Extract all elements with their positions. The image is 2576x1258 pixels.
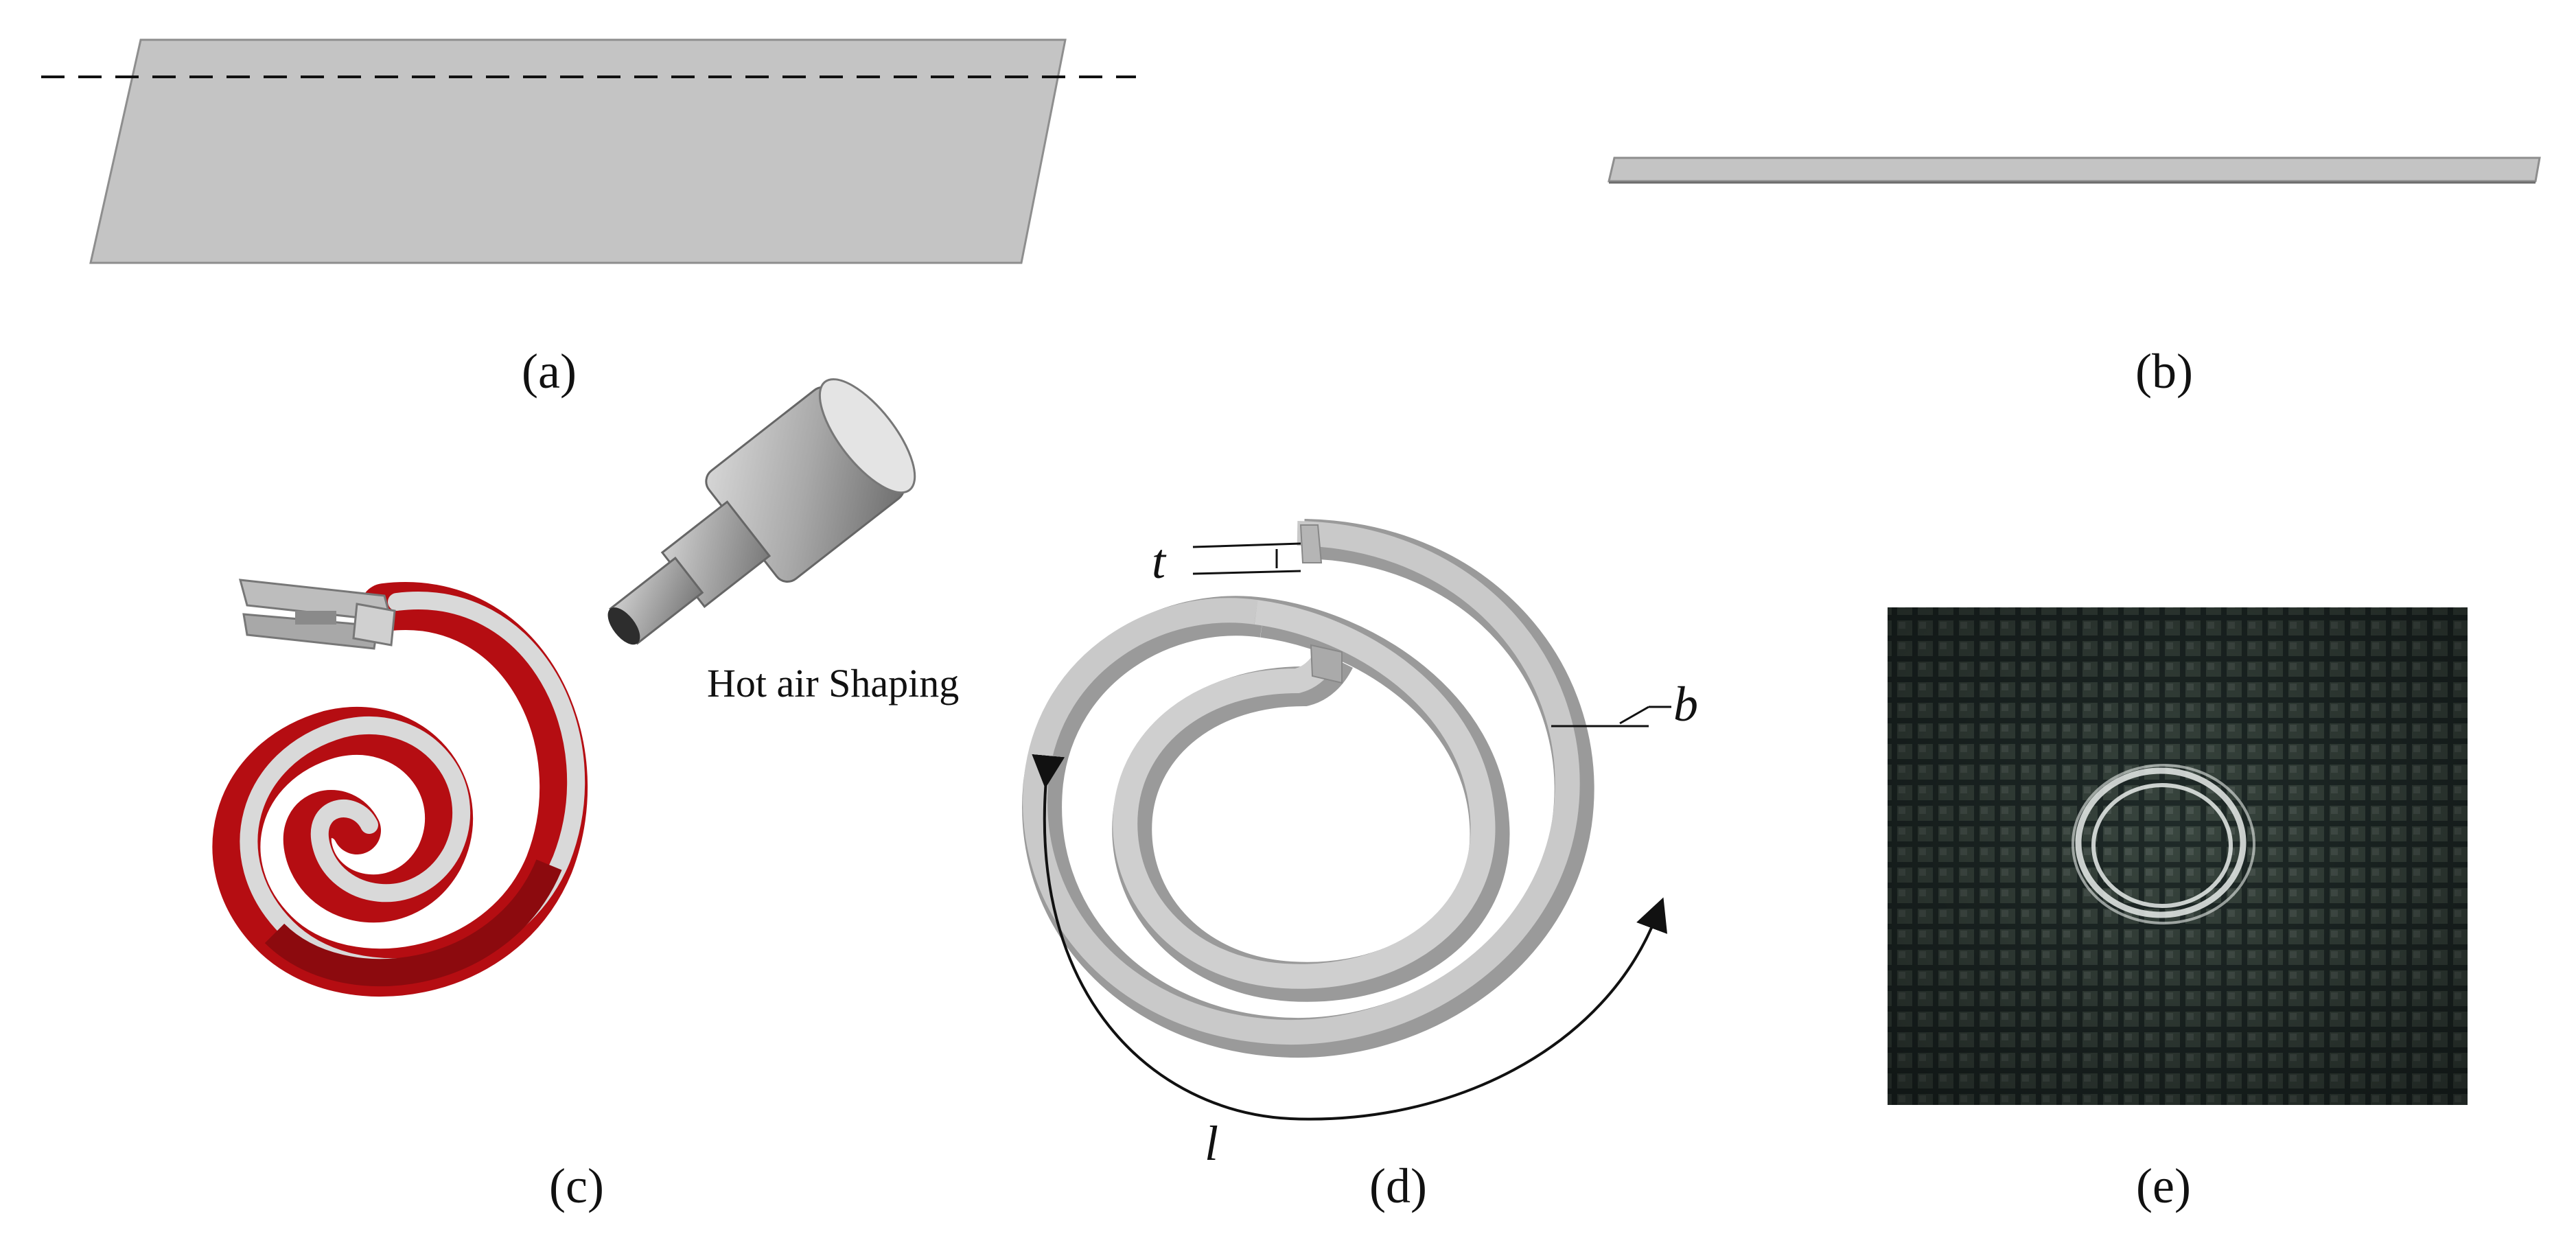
panel-e: (e): [1888, 607, 2468, 1213]
red-spiral-strip: [212, 582, 588, 997]
transparent-spring-ring: [2072, 764, 2255, 924]
width-dimension: b: [1551, 677, 1698, 732]
clothespin-clip-icon: [238, 579, 396, 650]
panel-a: (a): [41, 38, 1136, 399]
panel-d: t b l (d): [1022, 519, 1698, 1213]
panel-label-b: (b): [2135, 344, 2193, 399]
panel-label-e: (e): [2136, 1158, 2191, 1213]
panel-label-a: (a): [522, 344, 577, 399]
dim-l: l: [1205, 1116, 1218, 1171]
cut-strip: [1608, 156, 2541, 183]
thickness-dimension: t: [1152, 534, 1301, 589]
dim-t: t: [1152, 534, 1167, 589]
panel-label-c: (c): [549, 1158, 604, 1213]
hot-air-shaping-label: Hot air Shaping: [707, 661, 959, 706]
sample-photo: [1888, 607, 2468, 1105]
gray-spiral-strip: [1022, 519, 1594, 1058]
panel-b: (b): [1608, 156, 2541, 399]
panel-label-d: (d): [1369, 1158, 1427, 1213]
panel-c: Hot air Shaping (c): [212, 378, 959, 1213]
flat-sheet: [89, 38, 1067, 264]
heat-gun-icon: [607, 378, 916, 645]
length-dimension: l: [1032, 754, 1668, 1171]
dim-b: b: [1673, 677, 1698, 732]
